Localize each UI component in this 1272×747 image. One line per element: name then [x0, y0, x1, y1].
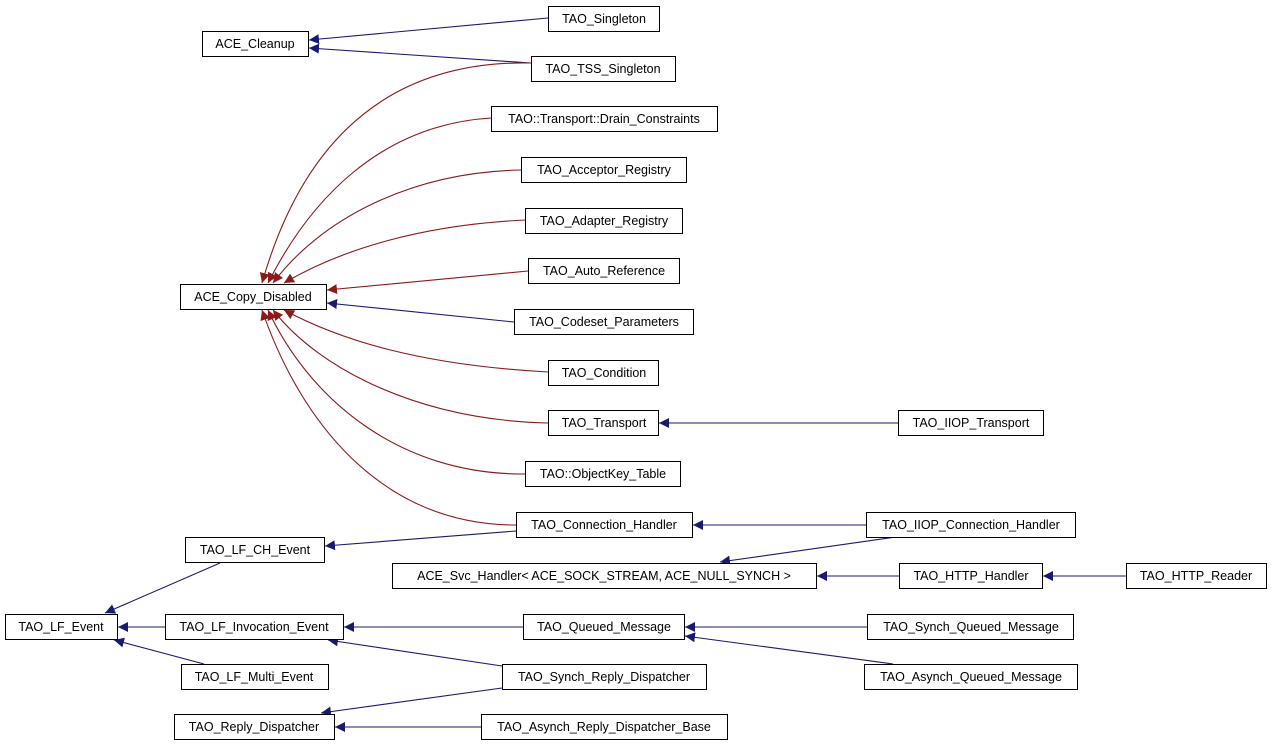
- inheritance-arrow: [113, 637, 205, 665]
- node-iiop-transport[interactable]: TAO_IIOP_Transport: [898, 410, 1044, 436]
- node-label: TAO_LF_CH_Event: [200, 543, 311, 557]
- edge-objectkey-table-to-ace-copy-disabled: [267, 309, 526, 475]
- node-label: TAO_Asynch_Queued_Message: [880, 670, 1062, 684]
- inheritance-arrow: [267, 117, 492, 284]
- edge-condition-to-ace-copy-disabled: [283, 309, 549, 373]
- edge-tao-tss-singleton-to-ace-cleanup: [308, 43, 532, 64]
- inheritance-arrow: [326, 270, 529, 295]
- edge-acceptor-registry-to-ace-copy-disabled: [272, 169, 522, 284]
- edge-adapter-registry-to-ace-copy-disabled: [283, 219, 526, 284]
- node-label: ACE_Copy_Disabled: [194, 290, 311, 304]
- node-lf-ch-event[interactable]: TAO_LF_CH_Event: [185, 537, 325, 563]
- edge-synch-reply-dispatcher-to-reply-dispatcher: [320, 687, 503, 717]
- node-label: TAO::Transport::Drain_Constraints: [508, 112, 700, 126]
- node-label: TAO_Synch_Reply_Dispatcher: [518, 670, 690, 684]
- node-layer: ACE_Cleanup TAO_Singleton TAO_TSS_Single…: [5, 6, 1267, 740]
- node-label: TAO_Synch_Queued_Message: [883, 620, 1059, 634]
- edge-tao-singleton-to-ace-cleanup: [308, 17, 549, 45]
- node-label: TAO_Asynch_Reply_Dispatcher_Base: [497, 720, 711, 734]
- edge-synch-reply-dispatcher-to-lf-invocation-event: [327, 636, 503, 667]
- node-tao-tss-singleton[interactable]: TAO_TSS_Singleton: [531, 56, 676, 82]
- inheritance-arrow: [320, 687, 503, 717]
- node-lf-invocation-event[interactable]: TAO_LF_Invocation_Event: [165, 614, 344, 640]
- node-transport[interactable]: TAO_Transport: [548, 410, 659, 436]
- edge-lf-ch-event-to-lf-event: [104, 562, 221, 614]
- node-label: TAO_Reply_Dispatcher: [189, 720, 319, 734]
- node-auto-reference[interactable]: TAO_Auto_Reference: [528, 258, 680, 284]
- node-tao-singleton[interactable]: TAO_Singleton: [548, 6, 660, 32]
- node-asynch-reply-dispatcher-base[interactable]: TAO_Asynch_Reply_Dispatcher_Base: [481, 714, 728, 740]
- node-label: TAO_Auto_Reference: [543, 264, 665, 278]
- node-lf-event[interactable]: TAO_LF_Event: [5, 614, 118, 640]
- node-label: TAO_LF_Invocation_Event: [179, 620, 329, 634]
- edge-asynch-queued-message-to-queued-message: [684, 632, 894, 665]
- node-synch-queued-message[interactable]: TAO_Synch_Queued_Message: [867, 614, 1074, 640]
- inheritance-arrow: [283, 219, 526, 284]
- node-label: ACE_Cleanup: [215, 37, 294, 51]
- node-queued-message[interactable]: TAO_Queued_Message: [523, 614, 685, 640]
- node-synch-reply-dispatcher[interactable]: TAO_Synch_Reply_Dispatcher: [502, 664, 707, 690]
- inheritance-arrow: [324, 530, 517, 551]
- node-label: TAO_Adapter_Registry: [540, 214, 669, 228]
- edge-connection-handler-to-ace-copy-disabled: [260, 309, 517, 526]
- inheritance-arrow: [308, 43, 532, 64]
- edge-tao-tss-singleton-to-ace-copy-disabled: [259, 62, 532, 284]
- inheritance-arrow: [104, 562, 221, 614]
- node-asynch-queued-message[interactable]: TAO_Asynch_Queued_Message: [864, 664, 1078, 690]
- node-http-handler[interactable]: TAO_HTTP_Handler: [899, 563, 1043, 589]
- node-http-reader[interactable]: TAO_HTTP_Reader: [1126, 563, 1267, 589]
- node-condition[interactable]: TAO_Condition: [548, 360, 659, 386]
- edge-drain-constraints-to-ace-copy-disabled: [267, 117, 492, 284]
- node-label: TAO_LF_Multi_Event: [195, 670, 314, 684]
- node-label: TAO_Connection_Handler: [531, 518, 677, 532]
- inheritance-arrow: [327, 636, 503, 667]
- node-adapter-registry[interactable]: TAO_Adapter_Registry: [525, 208, 683, 234]
- node-label: TAO_Condition: [562, 366, 647, 380]
- node-drain-constraints[interactable]: TAO::Transport::Drain_Constraints: [491, 106, 718, 132]
- inheritance-arrow: [259, 62, 532, 284]
- node-label: TAO_Singleton: [562, 12, 646, 26]
- edge-lf-multi-event-to-lf-event: [113, 637, 205, 665]
- node-ace-svc-handler[interactable]: ACE_Svc_Handler< ACE_SOCK_STREAM, ACE_NU…: [392, 563, 817, 589]
- node-label: TAO_HTTP_Reader: [1140, 569, 1252, 583]
- inheritance-arrow: [272, 309, 549, 424]
- node-label: TAO_Transport: [562, 416, 647, 430]
- node-label: TAO_Queued_Message: [537, 620, 671, 634]
- node-iiop-connection-handler[interactable]: TAO_IIOP_Connection_Handler: [866, 512, 1076, 538]
- inheritance-arrow: [326, 299, 515, 323]
- node-label: TAO_Codeset_Parameters: [529, 315, 679, 329]
- inheritance-arrow: [283, 309, 549, 373]
- edge-connection-handler-to-lf-ch-event: [324, 530, 517, 551]
- inheritance-arrow: [272, 169, 522, 284]
- node-label: TAO_Acceptor_Registry: [537, 163, 672, 177]
- inheritance-arrow: [308, 17, 549, 45]
- node-objectkey-table[interactable]: TAO::ObjectKey_Table: [525, 461, 681, 487]
- node-label: TAO_HTTP_Handler: [913, 569, 1028, 583]
- edge-codeset-parameters-to-ace-copy-disabled: [326, 299, 515, 323]
- node-codeset-parameters[interactable]: TAO_Codeset_Parameters: [514, 309, 694, 335]
- inheritance-arrow: [267, 309, 526, 475]
- edge-auto-reference-to-ace-copy-disabled: [326, 270, 529, 295]
- edge-transport-to-ace-copy-disabled: [272, 309, 549, 424]
- inheritance-arrow: [684, 632, 894, 665]
- node-reply-dispatcher[interactable]: TAO_Reply_Dispatcher: [174, 714, 335, 740]
- node-connection-handler[interactable]: TAO_Connection_Handler: [516, 512, 693, 538]
- node-acceptor-registry[interactable]: TAO_Acceptor_Registry: [521, 157, 687, 183]
- node-label: TAO_LF_Event: [18, 620, 104, 634]
- node-label: TAO_IIOP_Connection_Handler: [882, 518, 1060, 532]
- inheritance-arrow: [260, 309, 517, 526]
- inheritance-arrow: [719, 536, 897, 566]
- node-label: TAO_IIOP_Transport: [913, 416, 1030, 430]
- node-label: TAO::ObjectKey_Table: [540, 467, 666, 481]
- node-ace-cleanup[interactable]: ACE_Cleanup: [202, 31, 309, 57]
- edge-iiop-connection-handler-to-ace-svc-handler: [719, 536, 897, 566]
- node-label: ACE_Svc_Handler< ACE_SOCK_STREAM, ACE_NU…: [417, 569, 791, 583]
- node-lf-multi-event[interactable]: TAO_LF_Multi_Event: [181, 664, 329, 690]
- node-ace-copy-disabled[interactable]: ACE_Copy_Disabled: [180, 284, 327, 310]
- node-label: TAO_TSS_Singleton: [545, 62, 660, 76]
- edge-layer: [104, 17, 1126, 732]
